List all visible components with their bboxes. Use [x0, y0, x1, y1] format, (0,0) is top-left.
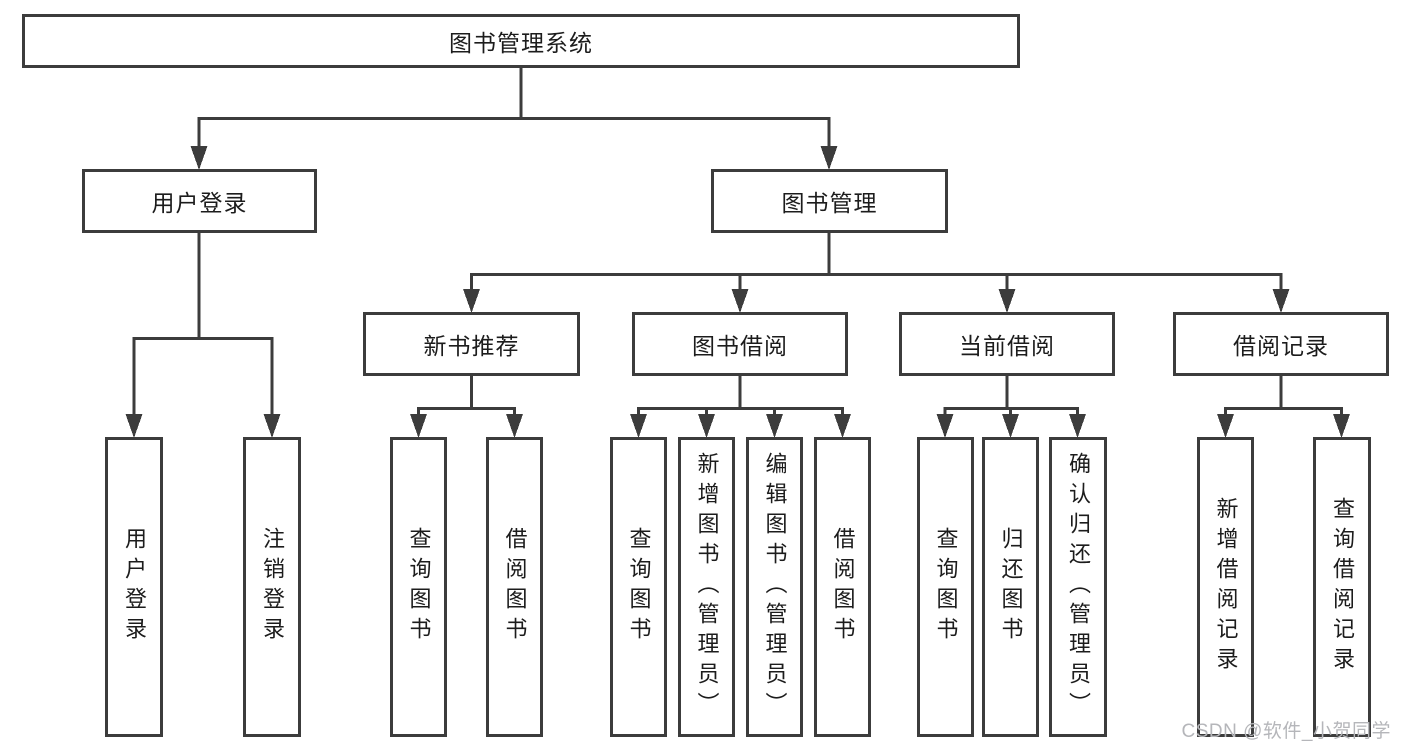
leaf-label: 归还图书 [998, 527, 1024, 647]
node-leaf-borrow-books: 借阅图书 [814, 437, 871, 737]
leaf-label: 查询借阅记录 [1330, 497, 1355, 677]
leaf-label: 借阅图书 [830, 527, 856, 647]
leaf-label: 查询图书 [933, 527, 959, 647]
node-book-borrow: 图书借阅 [632, 312, 848, 376]
connector-borrow-records-to-leaves [1217, 374, 1350, 438]
connector-book-management-to-level3 [463, 231, 1290, 313]
leaf-label: 新增图书（管理员） [694, 452, 720, 722]
node-leaf-query-books-borrow: 查询图书 [610, 437, 667, 737]
node-leaf-query-books-recommend: 查询图书 [390, 437, 447, 737]
leaf-label: 查询图书 [406, 527, 432, 647]
connector-root-to-level2 [190, 66, 838, 170]
csdn-watermark: CSDN @软件_小贺同学 [1181, 721, 1391, 742]
node-leaf-user-login: 用户登录 [105, 437, 163, 737]
connector-user-login-to-leaves [125, 231, 281, 438]
leaf-label: 借阅图书 [502, 527, 528, 647]
node-leaf-query-borrow-record: 查询借阅记录 [1313, 437, 1371, 737]
node-current-borrow: 当前借阅 [899, 312, 1115, 376]
node-leaf-add-borrow-record: 新增借阅记录 [1197, 437, 1254, 737]
leaf-label: 确认归还（管理员） [1066, 452, 1091, 722]
leaf-label: 编辑图书（管理员） [762, 452, 788, 722]
leaf-label: 查询图书 [626, 527, 652, 647]
leaf-label: 用户登录 [122, 527, 147, 647]
node-leaf-confirm-return-admin: 确认归还（管理员） [1049, 437, 1107, 737]
node-borrow-records: 借阅记录 [1173, 312, 1389, 376]
node-leaf-borrow-books-recommend: 借阅图书 [486, 437, 543, 737]
node-user-login-branch: 用户登录 [82, 169, 317, 233]
node-library-management-system: 图书管理系统 [22, 14, 1020, 68]
node-leaf-return-book: 归还图书 [982, 437, 1039, 737]
connector-book-borrow-to-leaves [630, 374, 851, 438]
node-leaf-add-book-admin: 新增图书（管理员） [678, 437, 735, 737]
leaf-label: 新增借阅记录 [1213, 497, 1239, 677]
connector-current-borrow-to-leaves [936, 374, 1086, 438]
connector-new-book-recommend-to-leaves [410, 374, 523, 438]
node-leaf-query-books-current: 查询图书 [917, 437, 974, 737]
leaf-label: 注销登录 [260, 527, 285, 647]
node-new-book-recommend: 新书推荐 [363, 312, 580, 376]
node-leaf-edit-book-admin: 编辑图书（管理员） [746, 437, 803, 737]
node-book-management-branch: 图书管理 [711, 169, 948, 233]
node-leaf-logout: 注销登录 [243, 437, 301, 737]
